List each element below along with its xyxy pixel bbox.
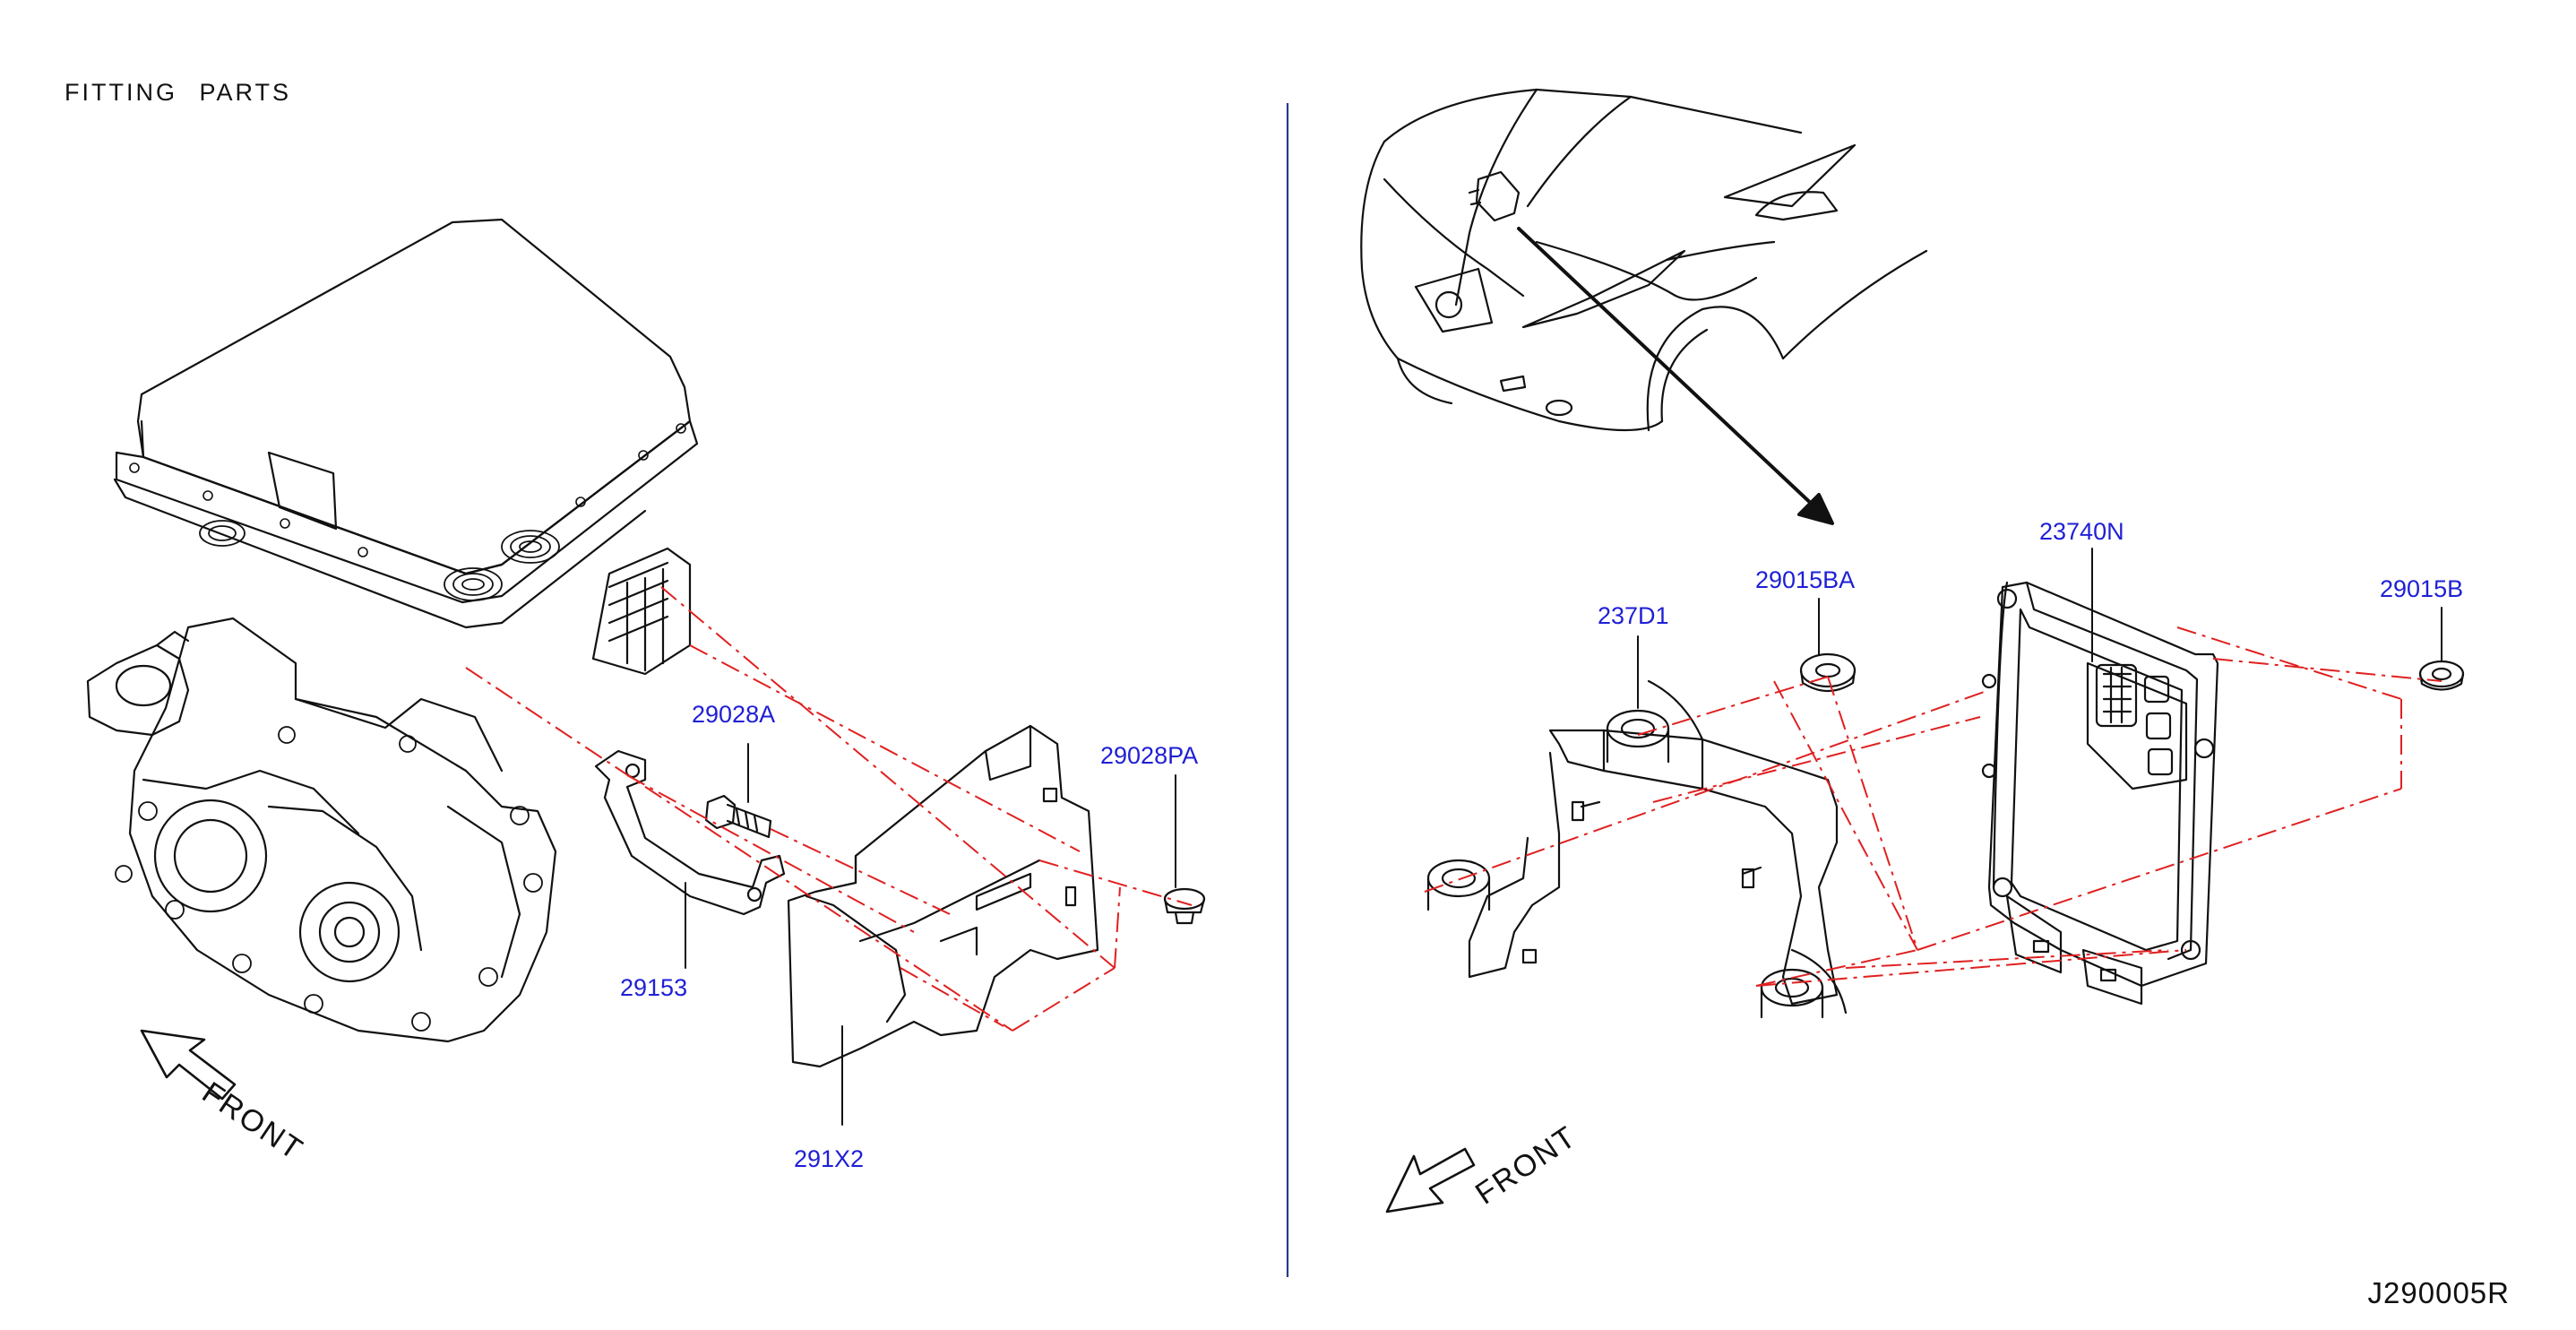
grommet-29015ba-illustration — [1799, 652, 1857, 693]
part-number-23740n[interactable]: 23740N — [2039, 518, 2124, 545]
grommet-29015b-illustration — [2418, 660, 2465, 691]
car-front-illustration — [1360, 88, 1928, 432]
clip-29028pa-illustration — [1163, 887, 1206, 925]
controller-23740n-illustration — [1981, 581, 2219, 1006]
bracket-29153-illustration — [594, 749, 786, 916]
motor-inverter-assembly-illustration — [86, 218, 699, 1043]
bolt-29028a-illustration — [704, 794, 772, 839]
part-number-29028pa[interactable]: 29028PA — [1100, 742, 1199, 769]
front-arrow-icon — [1385, 1147, 1476, 1213]
part-number-29015ba[interactable]: 29015BA — [1755, 566, 1856, 593]
page-title: FITTING PARTS — [65, 79, 292, 106]
front-arrow-icon — [140, 1029, 237, 1101]
part-number-29153[interactable]: 29153 — [620, 974, 688, 1001]
part-leader-lines — [685, 548, 2442, 1126]
diagram-code: J290005R — [2367, 1276, 2510, 1309]
part-number-291x2[interactable]: 291X2 — [794, 1145, 865, 1172]
part-number-29015b[interactable]: 29015B — [2380, 575, 2464, 602]
bracket-291x2-illustration — [787, 724, 1099, 1068]
location-arrow-icon — [1517, 227, 1834, 525]
bracket-237d1-illustration — [1426, 679, 1848, 1019]
part-number-237d1[interactable]: 237D1 — [1598, 602, 1669, 629]
alignment-guide-lines — [465, 586, 2442, 1032]
part-number-29028a[interactable]: 29028A — [692, 701, 776, 728]
